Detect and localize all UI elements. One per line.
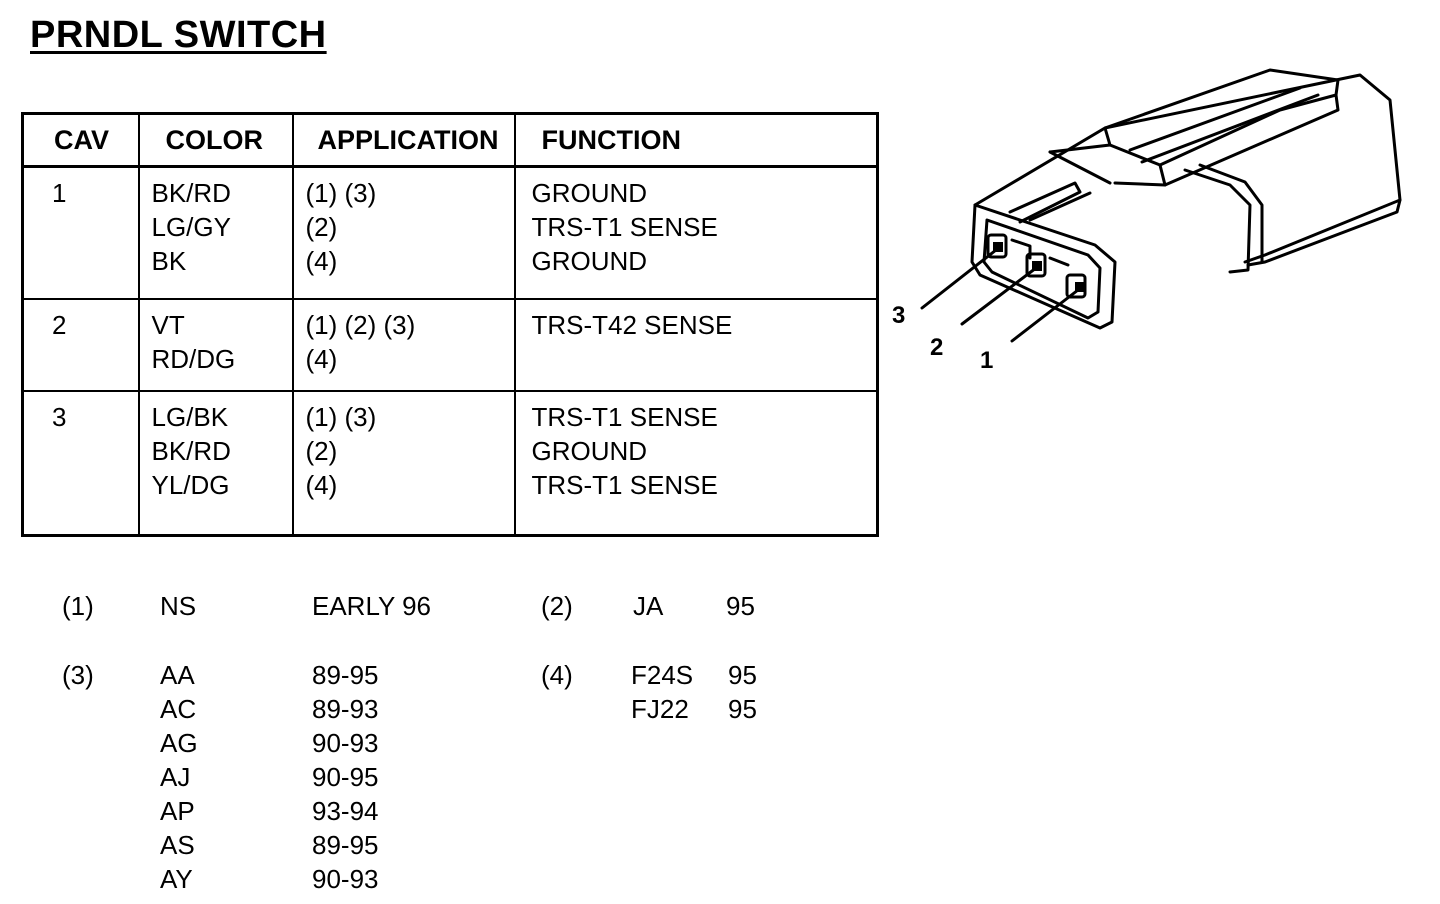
note-years: 89-95 bbox=[312, 830, 379, 860]
wire-color: LG/BK bbox=[151, 402, 229, 432]
note-code: AP bbox=[160, 796, 195, 826]
wire-color: RD/DG bbox=[151, 344, 236, 374]
wire-color: YL/DG bbox=[151, 470, 230, 500]
note-code: AG bbox=[160, 728, 198, 758]
connector-collar bbox=[1183, 168, 1252, 274]
note-years-list: 95 95 bbox=[728, 658, 757, 726]
leader-line-3 bbox=[920, 248, 998, 310]
note-code: F24S bbox=[631, 660, 694, 690]
application-ref: (1) (3) bbox=[305, 178, 377, 208]
wire-color: LG/GY bbox=[151, 212, 231, 242]
pin-label-2: 2 bbox=[930, 334, 944, 361]
connector-latch bbox=[1048, 68, 1340, 167]
note-code: NS bbox=[160, 591, 197, 621]
leader-line-1 bbox=[1010, 288, 1080, 343]
wire-color: BK bbox=[151, 246, 187, 276]
header-application: APPLICATION bbox=[291, 112, 516, 168]
note-code: AJ bbox=[160, 762, 191, 792]
application-cell: (1) (3) (2) (4) bbox=[291, 390, 516, 537]
application-cell: (1) (2) (3) (4) bbox=[291, 298, 516, 392]
terminal-pin-2 bbox=[1032, 261, 1042, 271]
table-row: 2 VT RD/DG (1) (2) (3) (4) TRS-T42 SENSE bbox=[21, 298, 879, 392]
function-text: GROUND bbox=[531, 436, 648, 466]
application-ref: (2) bbox=[305, 212, 338, 242]
connector-body-side bbox=[1246, 198, 1402, 267]
note-years: 89-95 bbox=[312, 660, 379, 690]
pin-label-1: 1 bbox=[980, 347, 994, 374]
note-years: EARLY 96 bbox=[312, 591, 432, 621]
table-header-row: CAV COLOR APPLICATION FUNCTION bbox=[21, 112, 879, 168]
application-ref: (1) (2) (3) bbox=[305, 310, 416, 340]
application-ref: (1) (3) bbox=[305, 402, 377, 432]
function-text: GROUND bbox=[531, 178, 648, 208]
wire-color: BK/RD bbox=[151, 436, 231, 466]
header-function: FUNCTION bbox=[513, 112, 879, 168]
function-text: GROUND bbox=[531, 246, 648, 276]
wire-color: BK/RD bbox=[151, 178, 231, 208]
connector-mating-face bbox=[982, 218, 1102, 320]
note-years: 95 bbox=[728, 694, 757, 724]
note-code: FJ22 bbox=[631, 694, 689, 724]
cavity-table: CAV COLOR APPLICATION FUNCTION 1 BK/RD L… bbox=[21, 112, 879, 537]
note-code: AC bbox=[160, 694, 197, 724]
color-cell: BK/RD LG/GY BK bbox=[137, 165, 294, 300]
leader-line-2 bbox=[960, 266, 1038, 326]
note-code-list: F24S FJ22 bbox=[631, 658, 693, 726]
function-cell: GROUND TRS-T1 SENSE GROUND bbox=[513, 165, 879, 300]
cav-number: 3 bbox=[21, 390, 140, 537]
pin-label-3: 3 bbox=[892, 302, 906, 329]
note-years: 89-93 bbox=[312, 694, 379, 724]
function-text: TRS-T1 SENSE bbox=[531, 470, 718, 500]
color-cell: VT RD/DG bbox=[137, 298, 294, 392]
note-code: AY bbox=[160, 864, 193, 894]
application-ref: (2) bbox=[305, 436, 338, 466]
note-key: (4) bbox=[541, 660, 573, 690]
application-cell: (1) (3) (2) (4) bbox=[291, 165, 516, 300]
table-row: 3 LG/BK BK/RD YL/DG (1) (3) (2) (4) TRS-… bbox=[21, 390, 879, 537]
application-ref: (4) bbox=[305, 246, 338, 276]
note-key: (2) bbox=[541, 591, 573, 621]
terminal-pin-3 bbox=[993, 242, 1003, 252]
function-text: TRS-T42 SENSE bbox=[531, 310, 733, 340]
note-code-list: AA AC AG AJ AP AS AY bbox=[160, 658, 198, 896]
note-key: (3) bbox=[62, 660, 94, 690]
connector-front-face bbox=[970, 203, 1117, 330]
note-key: (1) bbox=[62, 591, 94, 621]
note-years: 90-93 bbox=[312, 728, 379, 758]
terminal-cavity-3 bbox=[986, 233, 1008, 259]
terminal-pin-1 bbox=[1075, 282, 1085, 292]
function-cell: TRS-T1 SENSE GROUND TRS-T1 SENSE bbox=[513, 390, 879, 537]
cav-number: 2 bbox=[21, 298, 140, 392]
table-row: 1 BK/RD LG/GY BK (1) (3) (2) (4) GROUND … bbox=[21, 165, 879, 300]
function-text: TRS-T1 SENSE bbox=[531, 402, 718, 432]
note-years: 95 bbox=[726, 591, 755, 621]
note-years: 90-93 bbox=[312, 864, 379, 894]
note-years: 95 bbox=[728, 660, 757, 690]
note-code: AS bbox=[160, 830, 195, 860]
note-years-list: 89-95 89-93 90-93 90-95 93-94 89-95 90-9… bbox=[312, 658, 379, 896]
wire-color: VT bbox=[151, 310, 185, 340]
note-years: 90-95 bbox=[312, 762, 379, 792]
function-cell: TRS-T42 SENSE bbox=[513, 298, 879, 392]
color-cell: LG/BK BK/RD YL/DG bbox=[137, 390, 294, 537]
application-ref: (4) bbox=[305, 344, 338, 374]
function-text: TRS-T1 SENSE bbox=[531, 212, 718, 242]
header-cav: CAV bbox=[21, 112, 140, 168]
page-title: PRNDL SWITCH bbox=[30, 14, 327, 56]
application-ref: (4) bbox=[305, 470, 338, 500]
note-code: AA bbox=[160, 660, 195, 690]
header-color: COLOR bbox=[137, 112, 294, 168]
cav-number: 1 bbox=[21, 165, 140, 300]
connector-illustration bbox=[920, 68, 1402, 343]
note-code: JA bbox=[633, 591, 664, 621]
note-years: 93-94 bbox=[312, 796, 379, 826]
terminal-cavity-2 bbox=[1025, 252, 1047, 278]
